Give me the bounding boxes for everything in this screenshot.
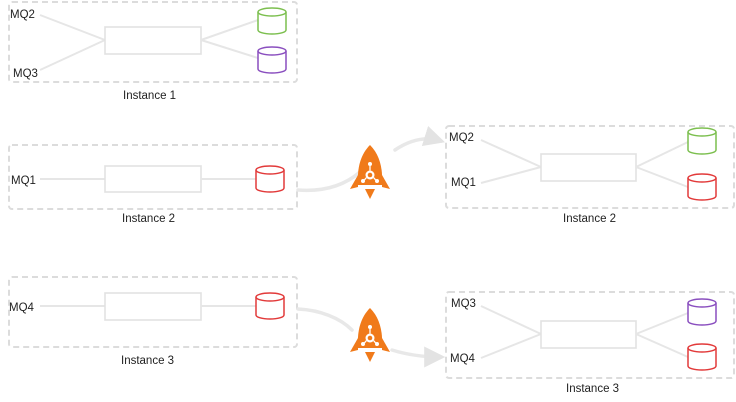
rocket-icon bbox=[349, 144, 391, 200]
database-icon bbox=[257, 46, 287, 74]
database-icon bbox=[687, 343, 717, 371]
instance-1-node-box bbox=[104, 26, 202, 55]
migration-arrow-head bbox=[390, 346, 446, 368]
instance-3-node-box bbox=[104, 292, 202, 321]
database-icon bbox=[257, 7, 287, 35]
connector bbox=[200, 39, 259, 59]
queue-label: MQ1 bbox=[451, 177, 476, 189]
instance-2-frame bbox=[8, 144, 298, 210]
target-instance-3-frame bbox=[445, 291, 735, 379]
queue-label: MQ4 bbox=[450, 353, 476, 365]
instance-3-group: MQ4 Instance 3 bbox=[8, 276, 298, 367]
instance-1-group: MQ2 MQ3 Instance 1 bbox=[8, 1, 298, 102]
migration-arrow-tail bbox=[296, 307, 354, 332]
queue-label: MQ3 bbox=[451, 298, 476, 310]
connector bbox=[635, 333, 689, 358]
instance-title: Instance 1 bbox=[123, 90, 176, 102]
database-icon bbox=[687, 298, 717, 326]
migration-arrow-tail bbox=[296, 170, 362, 193]
connector bbox=[480, 139, 542, 168]
database-icon bbox=[255, 292, 285, 320]
connector bbox=[635, 166, 689, 188]
target-instance-2-node-box bbox=[540, 153, 637, 182]
connector bbox=[39, 14, 106, 41]
queue-label: MQ2 bbox=[10, 9, 35, 21]
queue-label: MQ1 bbox=[11, 175, 36, 187]
connector bbox=[39, 39, 106, 71]
instance-3-frame bbox=[8, 276, 298, 348]
instance-title: Instance 2 bbox=[563, 213, 616, 225]
instance-title: Instance 2 bbox=[122, 213, 175, 225]
connector bbox=[480, 305, 542, 335]
target-instance-3-node-box bbox=[540, 320, 637, 349]
connector bbox=[635, 312, 689, 335]
database-icon bbox=[255, 165, 285, 193]
instance-2-group: MQ1 Instance 2 bbox=[8, 144, 298, 225]
instance-title: Instance 3 bbox=[566, 383, 619, 395]
rocket-icon bbox=[349, 307, 391, 363]
target-instance-2-group: MQ2 MQ1 Instance 2 bbox=[445, 125, 735, 225]
instance-1-frame bbox=[8, 1, 298, 83]
database-icon bbox=[687, 173, 717, 201]
connector bbox=[480, 166, 542, 184]
database-icon bbox=[687, 127, 717, 155]
instance-2-node-box bbox=[104, 165, 202, 193]
target-instance-2-frame bbox=[445, 125, 735, 209]
queue-label: MQ4 bbox=[9, 302, 35, 314]
instance-title: Instance 3 bbox=[121, 355, 174, 367]
queue-label: MQ2 bbox=[449, 132, 474, 144]
target-instance-3-group: MQ3 MQ4 Instance 3 bbox=[445, 291, 735, 395]
queue-label: MQ3 bbox=[13, 68, 38, 80]
connector bbox=[635, 141, 689, 168]
connector bbox=[200, 19, 259, 41]
migration-arrow-head bbox=[393, 125, 446, 152]
connector bbox=[480, 333, 542, 359]
